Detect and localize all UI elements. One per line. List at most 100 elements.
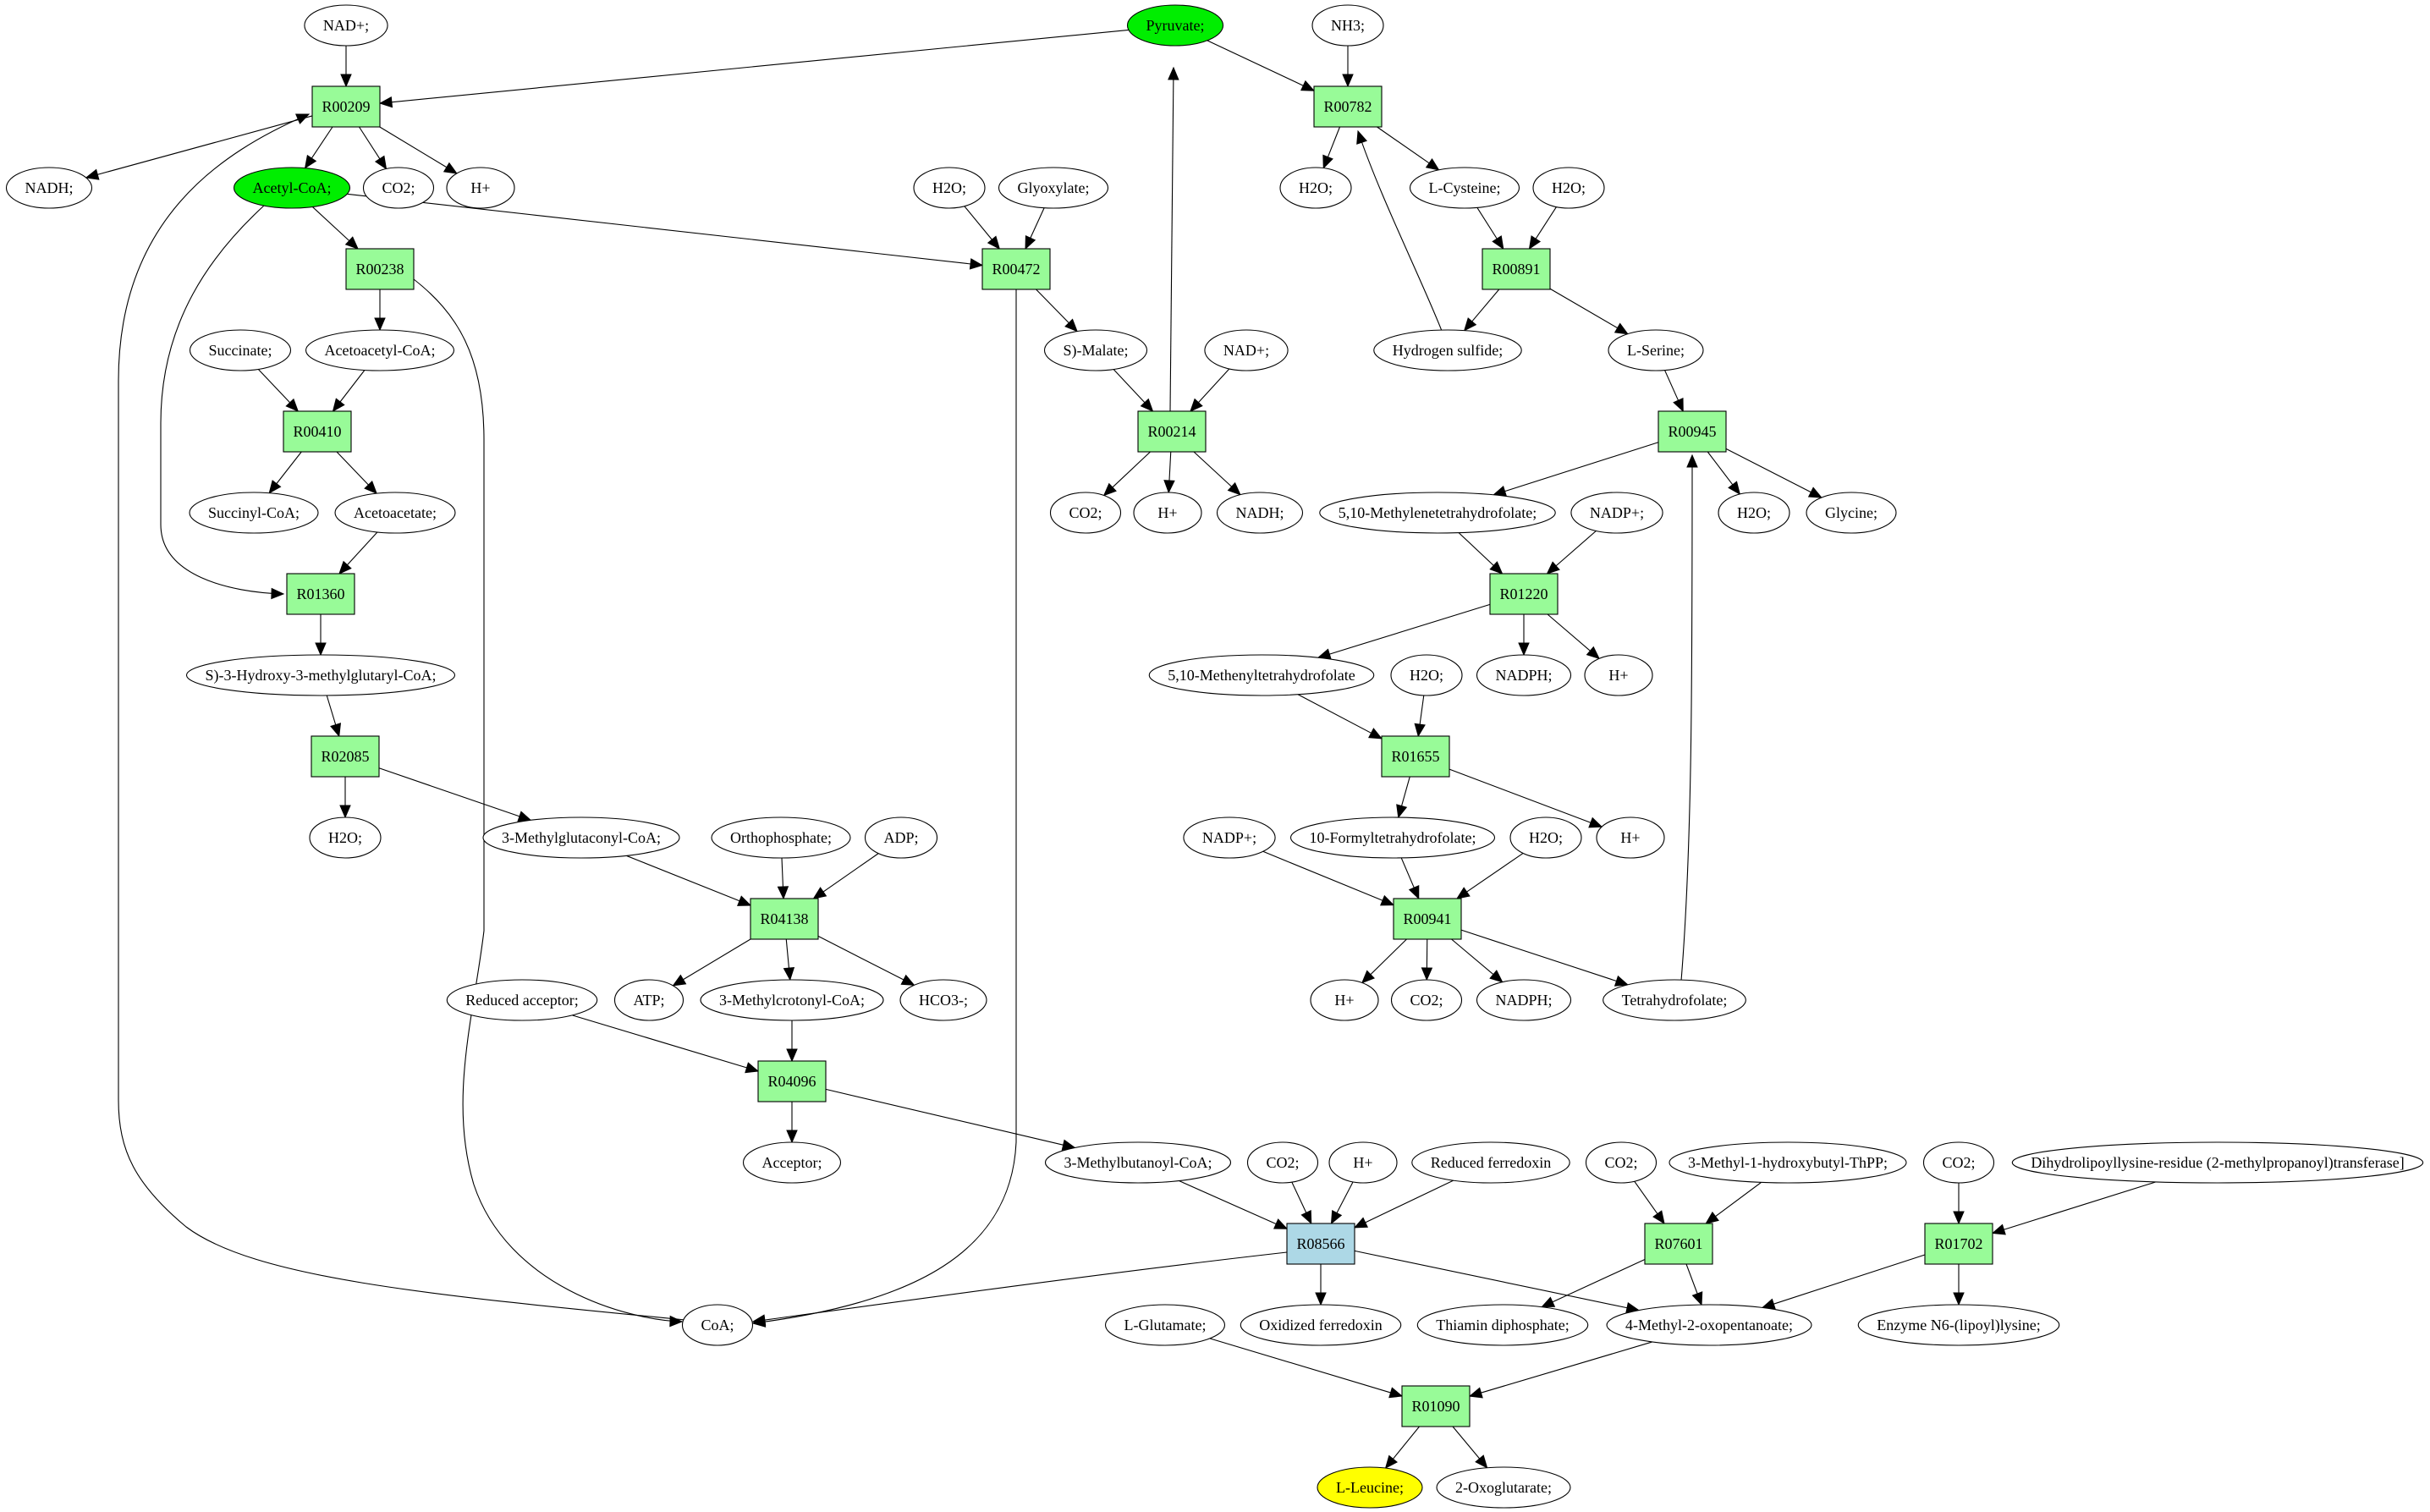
compound-node[interactable]: Acetoacetate; <box>334 492 456 534</box>
compound-node[interactable]: L-Serine; <box>1608 329 1704 371</box>
compound-node[interactable]: Reduced ferredoxin <box>1411 1141 1570 1184</box>
compound-node[interactable]: Reduced acceptor; <box>446 979 598 1021</box>
compound-node[interactable]: CoA; <box>681 1304 754 1346</box>
compound-node[interactable]: Thiamin diphosphate; <box>1416 1304 1589 1346</box>
compound-node[interactable]: L-Glutamate; <box>1104 1304 1226 1346</box>
compound-node[interactable]: 5,10-Methenyltetrahydrofolate <box>1148 654 1375 696</box>
compound-node[interactable]: 3-Methyl-1-hydroxybutyl-ThPP; <box>1669 1141 1907 1184</box>
compound-node[interactable]: ATP; <box>613 979 684 1021</box>
compound-node[interactable]: S)-Malate; <box>1043 329 1148 371</box>
reaction-node[interactable]: R00782 <box>1313 85 1383 128</box>
compound-node[interactable]: 3-Methylbutanoyl-CoA; <box>1044 1141 1232 1184</box>
reaction-node[interactable]: R01655 <box>1381 735 1450 778</box>
reaction-node[interactable]: R00410 <box>283 410 352 453</box>
compound-node[interactable]: NADPH; <box>1476 654 1572 696</box>
compound-node[interactable]: L-Leucine; <box>1317 1466 1423 1509</box>
reaction-node[interactable]: R01702 <box>1924 1223 1993 1265</box>
compound-node[interactable]: 5,10-Methylenetetrahydrofolate; <box>1319 492 1556 534</box>
compound-node[interactable]: Succinyl-CoA; <box>189 492 319 534</box>
compound-node[interactable]: NADPH; <box>1476 979 1572 1021</box>
compound-node[interactable]: NADH; <box>5 167 93 209</box>
compound-node[interactable]: H2O; <box>1718 492 1790 534</box>
reaction-node[interactable]: R01090 <box>1401 1385 1471 1427</box>
compound-ellipse <box>1328 1141 1398 1184</box>
compound-node[interactable]: CO2; <box>362 167 435 209</box>
arrowhead-icon <box>1953 1292 1965 1306</box>
compound-node[interactable]: H+ <box>1310 979 1379 1021</box>
compound-node[interactable]: CO2; <box>1922 1141 1995 1184</box>
compound-node[interactable]: HCO3-; <box>899 979 987 1021</box>
edge-path <box>1550 1258 1646 1304</box>
edge-arrow <box>1549 288 1629 335</box>
reaction-node[interactable]: R00238 <box>345 248 415 290</box>
compound-node[interactable]: Enzyme N6-(lipoyl)lysine; <box>1857 1304 2060 1346</box>
compound-node[interactable]: NADP+; <box>1183 816 1276 859</box>
reaction-node[interactable]: R00941 <box>1393 898 1462 940</box>
compound-node[interactable]: L-Cysteine; <box>1409 167 1520 209</box>
compound-node[interactable]: Tetrahydrofolate; <box>1603 979 1746 1021</box>
compound-node[interactable]: Glyoxylate; <box>998 167 1109 209</box>
compound-node[interactable]: Pyruvate; <box>1126 4 1224 47</box>
reaction-node[interactable]: R07601 <box>1644 1223 1713 1265</box>
compound-node[interactable]: Succinate; <box>189 329 292 371</box>
compound-label: S)-Malate; <box>1064 342 1129 360</box>
compound-node[interactable]: H+ <box>1596 816 1665 859</box>
compound-node[interactable]: Acetyl-CoA; <box>233 167 351 209</box>
edge-path <box>1772 1254 1926 1306</box>
compound-node[interactable]: NAD+; <box>304 4 388 47</box>
compound-node[interactable]: H2O; <box>1509 816 1582 859</box>
compound-label: H+ <box>1353 1154 1372 1171</box>
edge-arrow <box>1193 451 1241 496</box>
compound-node[interactable]: Acceptor; <box>742 1141 842 1184</box>
compound-node[interactable]: H2O; <box>1279 167 1352 209</box>
compound-label: H+ <box>1620 829 1640 846</box>
compound-node[interactable]: Hydrogen sulfide; <box>1373 329 1522 371</box>
compound-node[interactable]: 4-Methyl-2-oxopentanoate; <box>1606 1304 1812 1346</box>
compound-node[interactable]: CO2; <box>1390 979 1463 1021</box>
edge-path <box>1328 603 1491 656</box>
compound-ellipse <box>681 1304 754 1346</box>
compound-node[interactable]: CO2; <box>1585 1141 1658 1184</box>
compound-node[interactable]: NADP+; <box>1570 492 1663 534</box>
compound-node[interactable]: 3-Methylcrotonyl-CoA; <box>700 979 884 1021</box>
compound-label: H2O; <box>1552 179 1586 196</box>
reaction-node[interactable]: R02085 <box>311 735 380 778</box>
compound-node[interactable]: Dihydrolipoyllysine-residue (2-methylpro… <box>2011 1141 2424 1184</box>
reaction-node[interactable]: R04096 <box>757 1060 827 1102</box>
compound-node[interactable]: 10-Formyltetrahydrofolate; <box>1289 816 1496 859</box>
compound-node[interactable]: NADH; <box>1216 492 1304 534</box>
compound-node[interactable]: NH3; <box>1311 4 1384 47</box>
reaction-node[interactable]: R08566 <box>1286 1223 1355 1265</box>
compound-node[interactable]: Orthophosphate; <box>711 816 851 859</box>
compound-node[interactable]: Glycine; <box>1806 492 1897 534</box>
edge-path <box>160 205 284 595</box>
compound-node[interactable]: Acetoacetyl-CoA; <box>305 329 455 371</box>
compound-node[interactable]: H2O; <box>1532 167 1605 209</box>
compound-node[interactable]: Oxidized ferredoxin <box>1240 1304 1402 1346</box>
compound-node[interactable]: 2-Oxoglutarate; <box>1436 1466 1571 1509</box>
compound-node[interactable]: H2O; <box>309 816 382 859</box>
compound-node[interactable]: CO2; <box>1246 1141 1319 1184</box>
compound-node[interactable]: ADP; <box>864 816 938 859</box>
compound-node[interactable]: S)-3-Hydroxy-3-methylglutaryl-CoA; <box>185 654 456 696</box>
compound-node[interactable]: H+ <box>446 167 515 209</box>
compound-node[interactable]: H+ <box>1328 1141 1398 1184</box>
reaction-node[interactable]: R04138 <box>750 898 819 940</box>
reaction-node[interactable]: R01220 <box>1489 573 1559 615</box>
reaction-node[interactable]: R00891 <box>1482 248 1551 290</box>
reaction-node[interactable]: R00209 <box>311 85 381 128</box>
reaction-node[interactable]: R01360 <box>286 573 355 615</box>
compound-node[interactable]: H+ <box>1133 492 1202 534</box>
compound-node[interactable]: NAD+; <box>1204 329 1289 371</box>
edge-arrow <box>347 193 984 270</box>
compound-node[interactable]: 3-Methylglutaconyl-CoA; <box>482 816 680 859</box>
reaction-node[interactable]: R00945 <box>1658 410 1727 453</box>
compound-node[interactable]: H2O; <box>913 167 986 209</box>
edge-path <box>1029 207 1045 240</box>
compound-node[interactable]: CO2; <box>1049 492 1122 534</box>
compound-node[interactable]: H2O; <box>1390 654 1463 696</box>
edge-path <box>1357 130 1443 332</box>
reaction-node[interactable]: R00472 <box>981 248 1051 290</box>
reaction-node[interactable]: R00214 <box>1137 410 1207 453</box>
compound-node[interactable]: H+ <box>1584 654 1653 696</box>
